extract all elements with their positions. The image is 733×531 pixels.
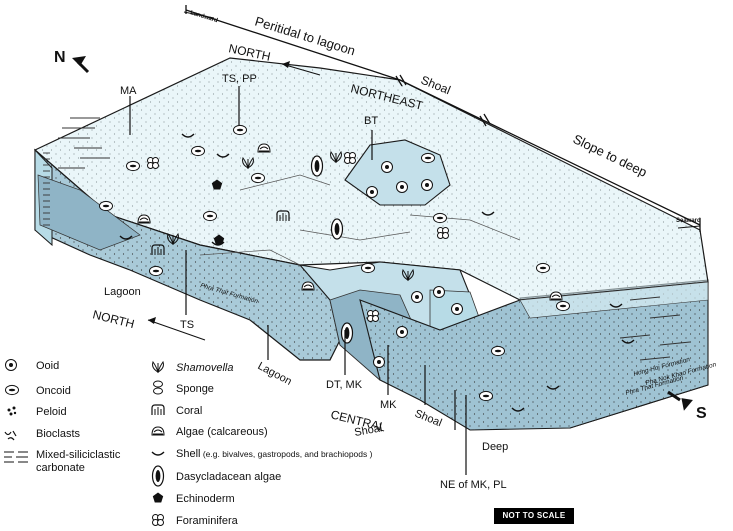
zone-lagoon-left: Lagoon [104,286,141,298]
ooid-icon [5,359,17,371]
location-ts: TS [180,319,194,331]
location-leaders [129,86,467,475]
seaward-arrow [677,225,701,229]
legend-foraminifera-label: Foraminifera [176,515,239,527]
location-dt-mk: DT, MK [326,379,363,391]
end-face-dashes [36,150,54,230]
legend-coral-label: Coral [176,405,202,417]
coral-icon [151,404,165,416]
algae-icon [151,426,165,436]
seaward-label: Seaward [676,218,701,224]
legend-bioclasts-label: Bioclasts [36,428,81,440]
dasycladacean-icon [151,465,165,487]
north-left-arrowhead [148,317,156,324]
echinoderm-icon [152,492,164,503]
mixed-siliciclastic-marks [58,117,691,361]
legend-ooid-label: Ooid [36,360,59,372]
legend-shamovella-label: Shamovella [176,362,233,374]
shamovella-icon [152,361,164,373]
shell-icon [151,451,165,456]
zone-axis [185,5,701,232]
legend-left: Ooid Oncoid Peloid Bioclasts Mixed-silic… [4,359,121,474]
legend-dasycladacean-label: Dasycladacean algae [176,471,281,483]
north-left-arrow-line [147,319,206,341]
location-ne-mk-pl: NE of MK, PL [440,479,507,491]
location-mk: MK [380,399,397,411]
oncoid-icon [5,384,19,396]
legend-oncoid-label: Oncoid [36,385,71,397]
zone-deep: Deep [482,441,508,453]
legend-right: Shamovella Sponge Coral Algae (calcareou… [151,361,373,527]
mixed-siliciclastic-icon [4,451,28,463]
not-to-scale-badge: NOT TO SCALE [494,508,574,524]
compass-s-label: S [696,405,707,422]
zone-lagoon-mid: Lagoon [256,360,294,388]
landward-arrow [183,11,215,19]
zone-shoal-central: Shoal [353,422,383,439]
compass-s-arrow [681,398,693,411]
legend-mixed-label: Mixed-siliciclastic [36,449,121,461]
legend-echinoderm-label: Echinoderm [176,493,235,505]
foraminifera-icon [152,514,164,526]
slope-face-dots [360,282,708,430]
bioclasts-icon [4,430,17,441]
legend-algae-label: Algae (calcareous) [176,426,268,438]
legend-peloid-label: Peloid [36,406,67,418]
location-bt: BT [364,115,378,127]
location-ts-pp: TS, PP [222,73,257,85]
surface-lines [199,174,521,266]
compass-n-shaft [76,60,90,74]
compass-s-shaft [667,390,681,402]
location-ma: MA [120,85,137,97]
legend-mixed-label2: carbonate [36,462,85,474]
north-left-label: NORTH [91,307,136,331]
legend-sponge-label: Sponge [176,383,214,395]
sponge-icon [153,380,163,395]
legend-shell-label: Shell (e.g. bivalves, gastropods, and br… [176,448,373,460]
compass-n-label: N [54,49,66,66]
lagoon-face-dots [35,150,360,360]
peloid-icon [7,406,17,416]
north-top-arrowhead [282,61,290,68]
landward-label: Landward [189,10,218,24]
